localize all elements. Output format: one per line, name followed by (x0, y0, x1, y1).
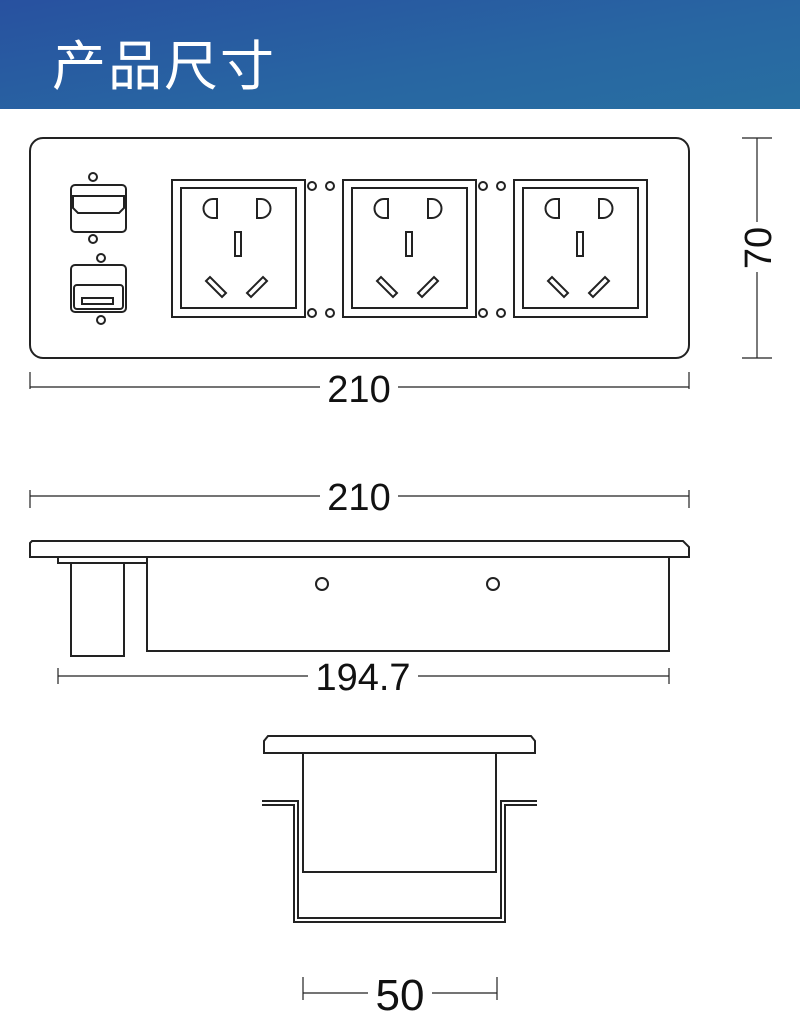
end-view: 50 (262, 735, 537, 1020)
usb-port (70, 253, 127, 325)
hdmi-port (70, 172, 127, 244)
mounting-hole (325, 308, 335, 318)
mounting-hole (478, 308, 488, 318)
end-cover-plate (263, 735, 536, 754)
mounting-hole (496, 181, 506, 191)
side-width-dimension-label: 210 (327, 477, 390, 519)
power-socket (171, 179, 306, 318)
mounting-hole (307, 181, 317, 191)
socket-body (146, 556, 670, 652)
header-banner: 产品尺寸 (0, 0, 800, 109)
side-view: 210 194.7 (29, 477, 690, 699)
top-view: 70 210 (29, 137, 780, 411)
panel-outline (29, 137, 690, 359)
power-socket (513, 179, 648, 318)
port-module (70, 562, 125, 657)
power-socket (342, 179, 477, 318)
top-width-dimension-label: 210 (327, 369, 390, 411)
cover-plate (29, 540, 690, 558)
page-title: 产品尺寸 (52, 35, 276, 98)
mounting-hole (325, 181, 335, 191)
height-dimension-label: 70 (738, 227, 780, 269)
mounting-hole (478, 181, 488, 191)
mounting-hole (496, 308, 506, 318)
depth-dimension-label: 50 (376, 971, 425, 1020)
body-length-dimension-label: 194.7 (315, 657, 410, 699)
mounting-hole (307, 308, 317, 318)
